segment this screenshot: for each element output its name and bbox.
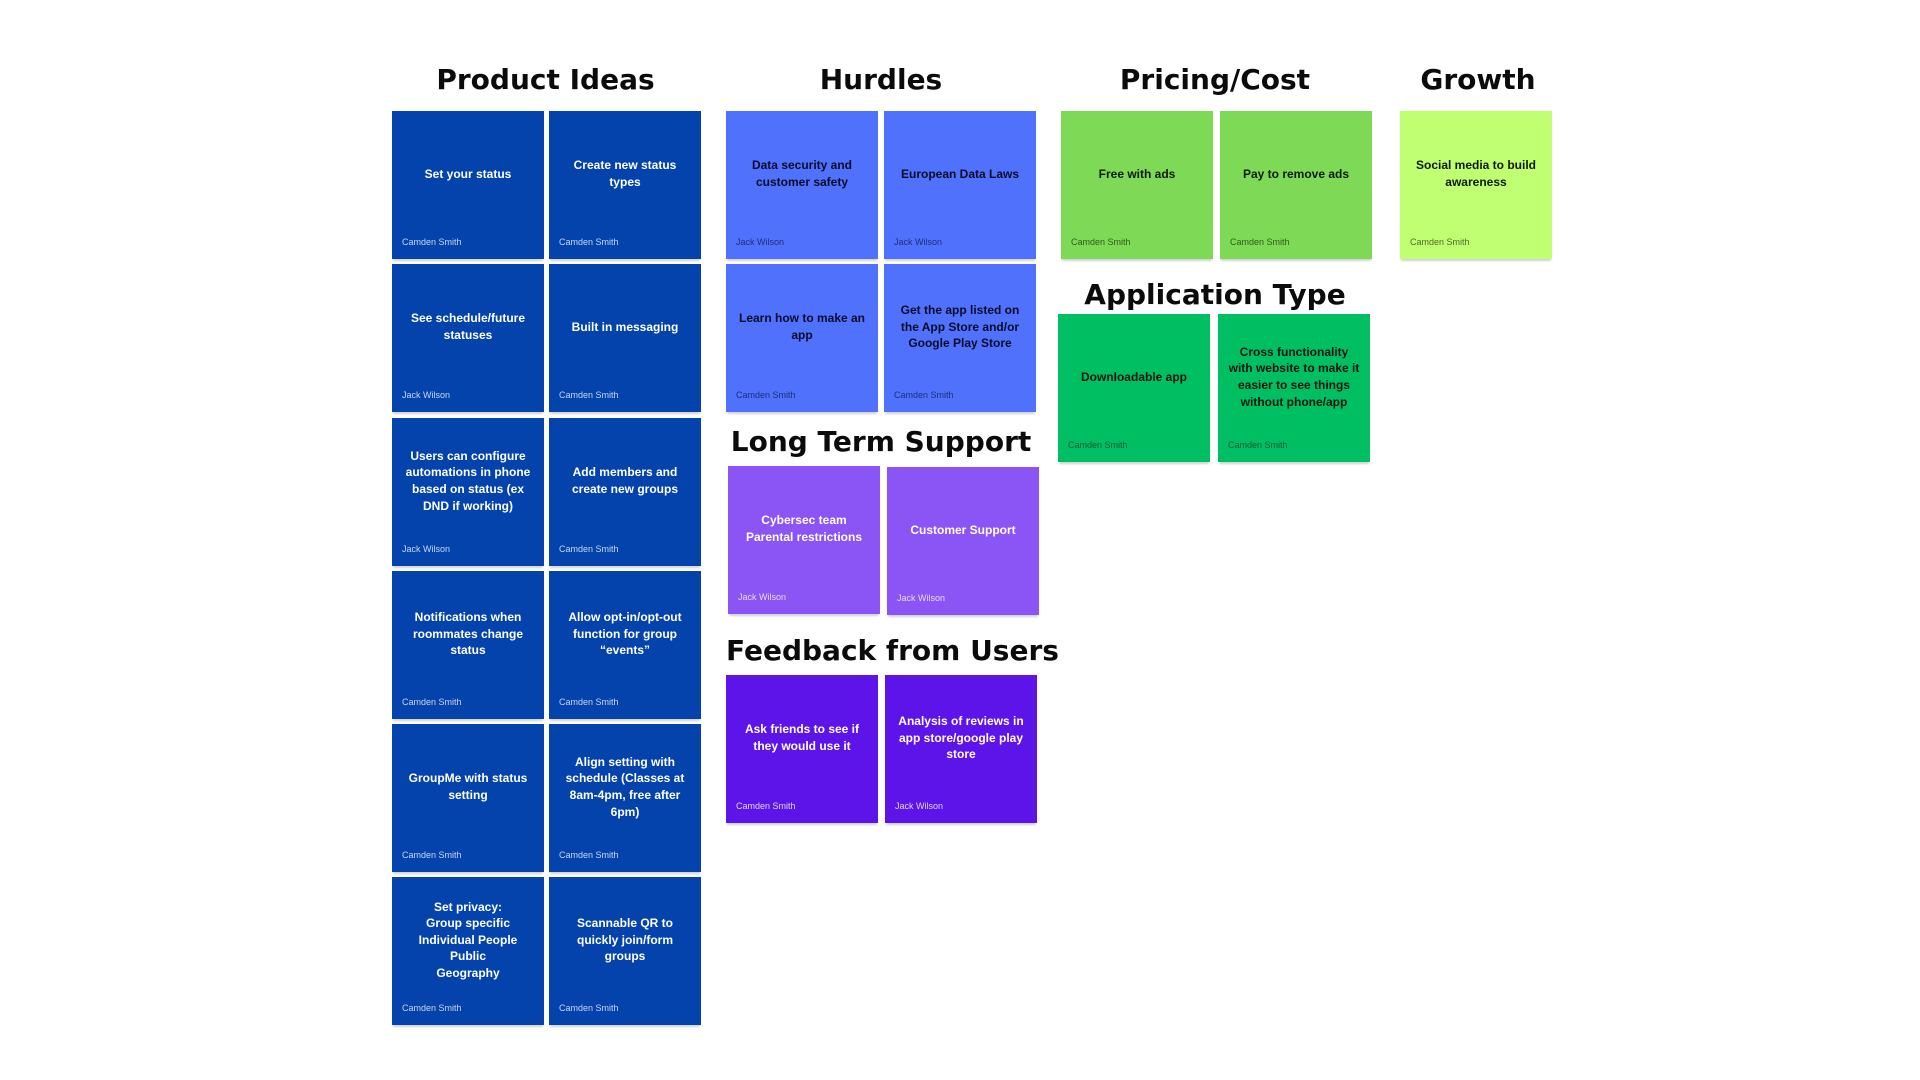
sticky-note[interactable]: European Data Laws Jack Wilson (884, 111, 1036, 259)
note-text: Cross functionality with website to make… (1228, 344, 1360, 409)
note-text: See schedule/future statuses (410, 311, 526, 342)
section-title-long-term-support: Long Term Support (730, 425, 1032, 458)
sticky-note[interactable]: Free with ads Camden Smith (1061, 111, 1213, 259)
section-title-hurdles: Hurdles (819, 63, 943, 96)
note-author: Camden Smith (736, 801, 796, 811)
sticky-note[interactable]: Set your status Camden Smith (392, 111, 544, 259)
note-author: Jack Wilson (402, 544, 451, 554)
sticky-note[interactable]: Create new status types Camden Smith (549, 111, 701, 259)
sticky-note[interactable]: Get the app listed on the App Store and/… (884, 264, 1036, 412)
sticky-note[interactable]: Built in messaging Camden Smith (549, 264, 701, 412)
note-text: European Data Laws (900, 166, 1020, 181)
note-text: Social media to build awareness (1415, 158, 1537, 189)
note-text: Set your status (424, 166, 512, 181)
sticky-note[interactable]: Analysis of reviews in app store/google … (885, 675, 1037, 823)
note-author: Camden Smith (402, 697, 462, 707)
sticky-note[interactable]: Add members and create new groups Camden… (549, 418, 701, 566)
note-text: Notifications when roommates change stat… (412, 610, 524, 658)
note-text: Pay to remove ads (1242, 166, 1350, 181)
note-author: Camden Smith (559, 544, 619, 554)
note-text: Scannable QR to quickly join/form groups (576, 916, 674, 964)
note-text: Get the app listed on the App Store and/… (900, 303, 1020, 351)
note-author: Camden Smith (559, 390, 619, 400)
section-title-feedback-from-users: Feedback from Users (726, 634, 1059, 667)
note-author: Camden Smith (1410, 237, 1470, 247)
note-text: Customer Support (910, 522, 1016, 537)
note-text: Learn how to make an app (738, 311, 866, 342)
note-text: Allow opt-in/opt-out function for group … (568, 610, 682, 658)
note-author: Camden Smith (736, 390, 796, 400)
note-author: Camden Smith (1230, 237, 1290, 247)
note-text: Downloadable app (1080, 369, 1187, 384)
note-text: Ask friends to see if they would use it (744, 722, 860, 753)
note-author: Jack Wilson (738, 592, 787, 602)
note-text: Add members and create new groups (571, 465, 679, 496)
note-text: Align setting with schedule (Classes at … (565, 754, 685, 819)
sticky-note[interactable]: Users can configure automations in phone… (392, 418, 544, 566)
note-author: Camden Smith (402, 1003, 462, 1013)
note-author: Camden Smith (559, 237, 619, 247)
note-text: GroupMe with status setting (408, 771, 528, 802)
note-text: Free with ads (1098, 166, 1176, 181)
note-author: Jack Wilson (402, 390, 451, 400)
note-author: Camden Smith (402, 850, 462, 860)
note-text: Users can configure automations in phone… (405, 448, 531, 513)
sticky-note[interactable]: GroupMe with status setting Camden Smith (392, 724, 544, 872)
note-author: Camden Smith (1068, 440, 1128, 450)
sticky-note[interactable]: Data security and customer safety Jack W… (726, 111, 878, 259)
section-title-growth: Growth (1420, 63, 1536, 96)
sticky-note[interactable]: Pay to remove ads Camden Smith (1220, 111, 1372, 259)
sticky-note[interactable]: Learn how to make an app Camden Smith (726, 264, 878, 412)
note-author: Jack Wilson (894, 237, 943, 247)
sticky-note[interactable]: Cybersec team Parental restrictions Jack… (728, 466, 880, 614)
note-author: Camden Smith (1228, 440, 1288, 450)
note-text: Create new status types (573, 158, 677, 189)
sticky-note[interactable]: Scannable QR to quickly join/form groups… (549, 877, 701, 1025)
note-author: Camden Smith (559, 1003, 619, 1013)
note-author: Camden Smith (559, 850, 619, 860)
note-text: Built in messaging (571, 319, 679, 334)
section-title-application-type: Application Type (1084, 278, 1346, 311)
sticky-note[interactable]: Customer Support Jack Wilson (887, 467, 1039, 615)
note-text: Cybersec team Parental restrictions (745, 513, 863, 544)
section-title-product-ideas: Product Ideas (436, 63, 655, 96)
note-author: Camden Smith (559, 697, 619, 707)
note-text: Data security and customer safety (751, 158, 853, 189)
sticky-note[interactable]: Social media to build awareness Camden S… (1400, 111, 1552, 259)
sticky-note[interactable]: Set privacy: Group specific Individual P… (392, 877, 544, 1025)
note-author: Camden Smith (402, 237, 462, 247)
note-author: Jack Wilson (897, 593, 946, 603)
sticky-note[interactable]: Align setting with schedule (Classes at … (549, 724, 701, 872)
sticky-note[interactable]: Notifications when roommates change stat… (392, 571, 544, 719)
sticky-note[interactable]: Downloadable app Camden Smith (1058, 314, 1210, 462)
sticky-note[interactable]: Allow opt-in/opt-out function for group … (549, 571, 701, 719)
sticky-note[interactable]: Cross functionality with website to make… (1218, 314, 1370, 462)
note-author: Camden Smith (1071, 237, 1131, 247)
note-author: Jack Wilson (736, 237, 785, 247)
sticky-note[interactable]: See schedule/future statuses Jack Wilson (392, 264, 544, 412)
note-author: Camden Smith (894, 390, 954, 400)
note-text: Set privacy: Group specific Individual P… (418, 899, 518, 980)
note-author: Jack Wilson (895, 801, 944, 811)
note-text: Analysis of reviews in app store/google … (898, 714, 1024, 762)
sticky-note[interactable]: Ask friends to see if they would use it … (726, 675, 878, 823)
section-title-pricing-cost: Pricing/Cost (1119, 63, 1311, 96)
